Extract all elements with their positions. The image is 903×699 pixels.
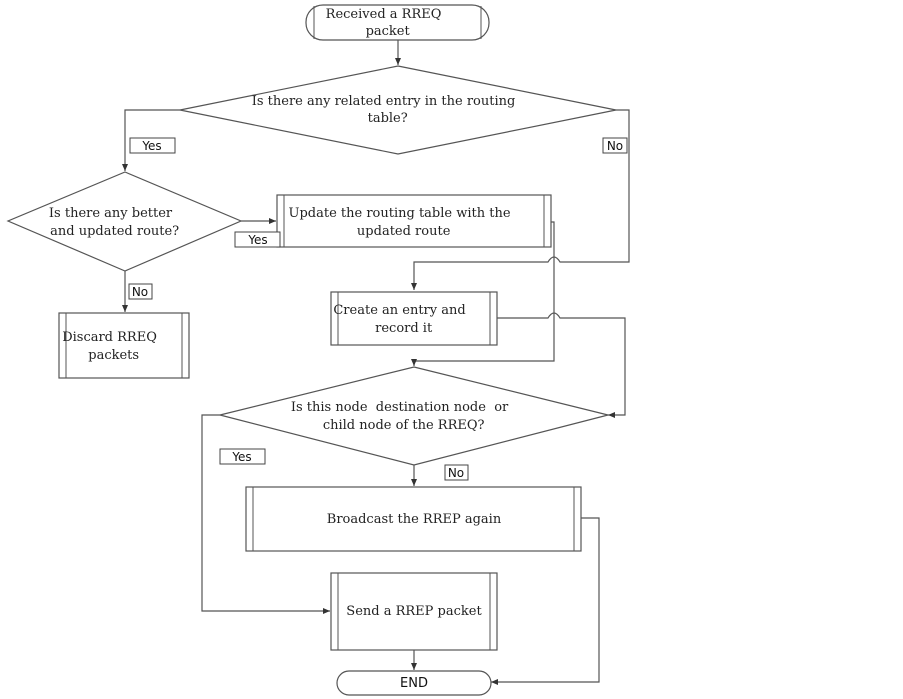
start-line-1: Received a RREQ bbox=[326, 7, 442, 22]
process-update-routing-table: Update the routing table with the update… bbox=[0, 0, 552, 248]
create-line-2: record it bbox=[375, 321, 433, 336]
label-dest-yes-text: Yes bbox=[231, 450, 251, 464]
label-entry-no-text: No bbox=[607, 139, 623, 153]
process-create-entry-text: Create an entry and record it bbox=[0, 0, 495, 336]
label-better-yes-text: Yes bbox=[247, 233, 267, 247]
process-discard-rreq: Discard RREQ packets bbox=[0, 0, 190, 379]
process-send-rrep: Send a RREP packet bbox=[330, 572, 498, 651]
label-better-no-text: No bbox=[132, 285, 148, 299]
process-update-routing-table-text: Update the routing table with the update… bbox=[0, 0, 539, 239]
decision-related-entry-text: Is there any related entry in the routin… bbox=[0, 0, 544, 126]
end-terminal: END bbox=[336, 670, 492, 696]
process-discard-rreq-text: Discard RREQ packets bbox=[0, 0, 186, 363]
update-line-1: Update the routing table with the bbox=[289, 206, 511, 221]
decision-better-route-line-2: and updated route? bbox=[50, 224, 179, 239]
decision-related-entry-line-1: Is there any related entry in the routin… bbox=[252, 94, 516, 109]
label-entry-yes-text: Yes bbox=[141, 139, 161, 153]
edge-entry-yes bbox=[122, 109, 180, 171]
process-broadcast-rrep: Broadcast the RREP again bbox=[245, 486, 582, 552]
decision-better-route-text: Is there any better and updated route? bbox=[0, 0, 201, 239]
decision-related-entry: Is there any related entry in the routin… bbox=[0, 0, 617, 155]
process-create-entry: Create an entry and record it bbox=[0, 0, 498, 346]
process-broadcast-rrep-text: Broadcast the RREP again bbox=[327, 512, 502, 527]
edge-update-to-dest bbox=[411, 221, 555, 366]
discard-line-1: Discard RREQ bbox=[62, 330, 157, 345]
decision-destination-node-text: Is this node destination node or child n… bbox=[0, 0, 537, 433]
decision-related-entry-line-2: table? bbox=[368, 111, 408, 126]
decision-destination-line-1: Is this node destination node or bbox=[291, 400, 509, 415]
create-line-1: Create an entry and bbox=[333, 303, 465, 318]
edge-dest-yes bbox=[201, 414, 330, 614]
label-dest-yes: Yes bbox=[219, 448, 266, 465]
label-dest-no: No bbox=[444, 464, 469, 481]
decision-destination-line-2: child node of the RREQ? bbox=[323, 418, 485, 433]
end-text: END bbox=[400, 676, 428, 691]
edges bbox=[122, 40, 630, 685]
process-send-rrep-text: Send a RREP packet bbox=[346, 604, 482, 619]
discard-line-2: packets bbox=[88, 348, 139, 363]
label-better-yes: Yes bbox=[234, 231, 281, 248]
label-entry-yes: Yes bbox=[129, 137, 176, 154]
decision-destination-node: Is this node destination node or child n… bbox=[0, 0, 609, 466]
decision-better-route-line-1: Is there any better bbox=[49, 206, 173, 221]
label-dest-no-text: No bbox=[448, 466, 464, 480]
start-terminal: Received a RREQ packet bbox=[0, 0, 490, 41]
label-better-no: No bbox=[128, 283, 153, 300]
decision-better-route: Is there any better and updated route? bbox=[0, 0, 243, 272]
edge-create-to-dest bbox=[497, 312, 626, 418]
update-line-2: updated route bbox=[357, 224, 451, 239]
start-text: Received a RREQ packet bbox=[0, 0, 470, 39]
label-entry-no: No bbox=[602, 137, 628, 154]
start-line-2: packet bbox=[366, 24, 411, 39]
edge-entry-no bbox=[411, 109, 630, 290]
edge-broadcast-to-end bbox=[491, 517, 600, 685]
